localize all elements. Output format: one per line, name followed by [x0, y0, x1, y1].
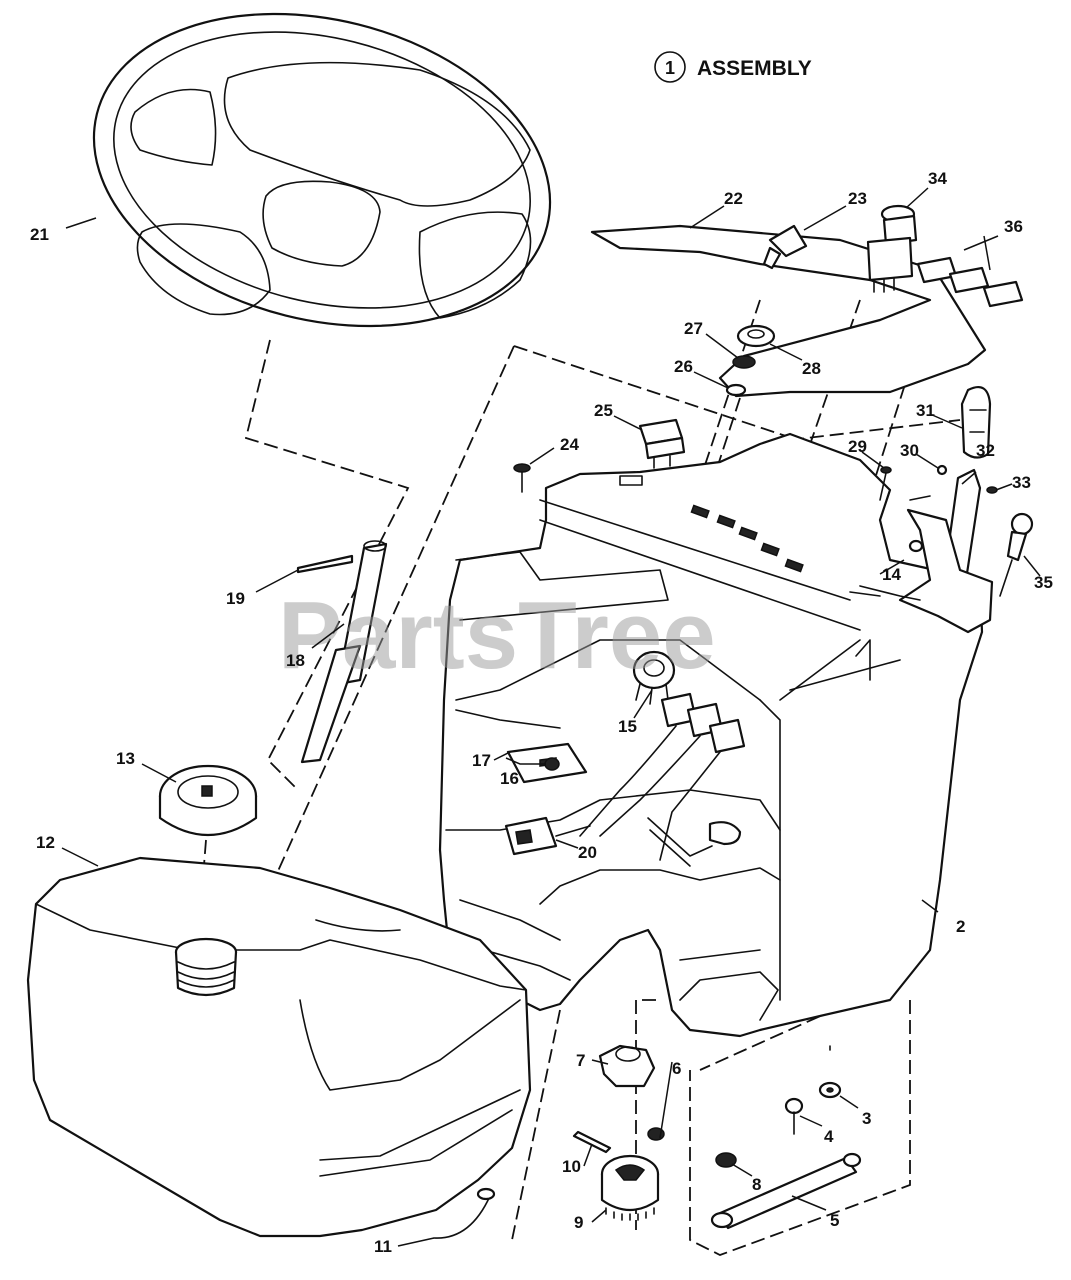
- callout-19: 19: [226, 589, 245, 608]
- bolt-4[interactable]: [784, 1097, 804, 1135]
- callout-33: 33: [1012, 473, 1031, 492]
- watermark-text: PartsTree: [278, 582, 716, 689]
- fuel-tank[interactable]: [26, 856, 532, 1238]
- callout-15: 15: [618, 717, 637, 736]
- callout-28: 28: [802, 359, 821, 378]
- callout-24: 24: [560, 435, 579, 454]
- callout-26: 26: [674, 357, 693, 376]
- callout-31: 31: [916, 401, 935, 420]
- callout-6: 6: [672, 1059, 681, 1078]
- throttle-handle[interactable]: [960, 386, 992, 459]
- callout-12: 12: [36, 833, 55, 852]
- washer-3[interactable]: [818, 1045, 842, 1099]
- wiring-harness[interactable]: [579, 692, 746, 867]
- steering-shaft[interactable]: [300, 540, 388, 764]
- callout-10: 10: [562, 1157, 581, 1176]
- callout-18: 18: [286, 651, 305, 670]
- ignition-nut[interactable]: [736, 324, 776, 348]
- callout-8: 8: [752, 1175, 761, 1194]
- callout-25: 25: [594, 401, 613, 420]
- callout-17: 17: [472, 751, 491, 770]
- callout-21: 21: [30, 225, 49, 244]
- console-slots: [619, 475, 804, 573]
- callout-35: 35: [1034, 573, 1053, 592]
- callout-4: 4: [824, 1127, 834, 1146]
- callout-11: 11: [374, 1237, 392, 1256]
- harness-connector[interactable]: [504, 816, 591, 856]
- callout-20: 20: [578, 843, 597, 862]
- callout-34: 34: [928, 169, 947, 188]
- ignition-washer[interactable]: [732, 355, 756, 369]
- ignition-lockwasher[interactable]: [725, 383, 747, 397]
- pin-10[interactable]: [572, 1130, 612, 1154]
- switch-covers[interactable]: [916, 256, 1024, 308]
- screw-33[interactable]: [986, 486, 998, 494]
- callout-14: 14: [882, 565, 901, 584]
- callout-16: 16: [500, 769, 519, 788]
- callout-7: 7: [576, 1051, 585, 1070]
- throttle-bracket[interactable]: [898, 495, 994, 634]
- nut-16[interactable]: [544, 757, 560, 771]
- callout-23: 23: [848, 189, 867, 208]
- assembly-number: 1: [665, 58, 675, 78]
- choke-knob[interactable]: [999, 512, 1034, 597]
- screw-24[interactable]: [513, 463, 531, 493]
- callout-32: 32: [976, 441, 995, 460]
- leader-lines: [61, 187, 1041, 1247]
- pto-switch[interactable]: [866, 204, 918, 293]
- callout-36: 36: [1004, 217, 1023, 236]
- callout-3: 3: [862, 1109, 871, 1128]
- assembly-label: ASSEMBLY: [697, 57, 812, 80]
- ignition-switch[interactable]: [632, 650, 676, 705]
- callout-2: 2: [956, 917, 965, 936]
- fuel-cap[interactable]: [158, 764, 258, 836]
- screw-29[interactable]: [879, 466, 892, 501]
- callout-13: 13: [116, 749, 135, 768]
- callout-30: 30: [900, 441, 919, 460]
- callout-22: 22: [724, 189, 743, 208]
- throttle-cable[interactable]: [849, 539, 924, 601]
- spline-gear[interactable]: [600, 1154, 660, 1221]
- callout-29: 29: [848, 437, 867, 456]
- steering-wheel[interactable]: [61, 0, 584, 372]
- ignition-key[interactable]: [762, 224, 808, 270]
- roll-pin[interactable]: [296, 554, 354, 574]
- callout-labels: 2 3 4 5 6 7 8 9 10 11 12 13 14 15 16 17 …: [30, 169, 1053, 1256]
- washer-30[interactable]: [936, 464, 948, 476]
- fuel-line-clip[interactable]: [433, 1187, 496, 1239]
- assembly-title: 1 ASSEMBLY: [654, 51, 812, 83]
- harness-clip[interactable]: [708, 821, 742, 846]
- rocker-switch[interactable]: [638, 418, 686, 469]
- seat-switch[interactable]: [598, 1044, 656, 1088]
- assembly-number-circle: [654, 51, 686, 83]
- callout-5: 5: [830, 1211, 839, 1230]
- nut-8[interactable]: [715, 1152, 737, 1168]
- callout-27: 27: [684, 319, 703, 338]
- callout-9: 9: [574, 1213, 583, 1232]
- link-bar[interactable]: [710, 1152, 862, 1230]
